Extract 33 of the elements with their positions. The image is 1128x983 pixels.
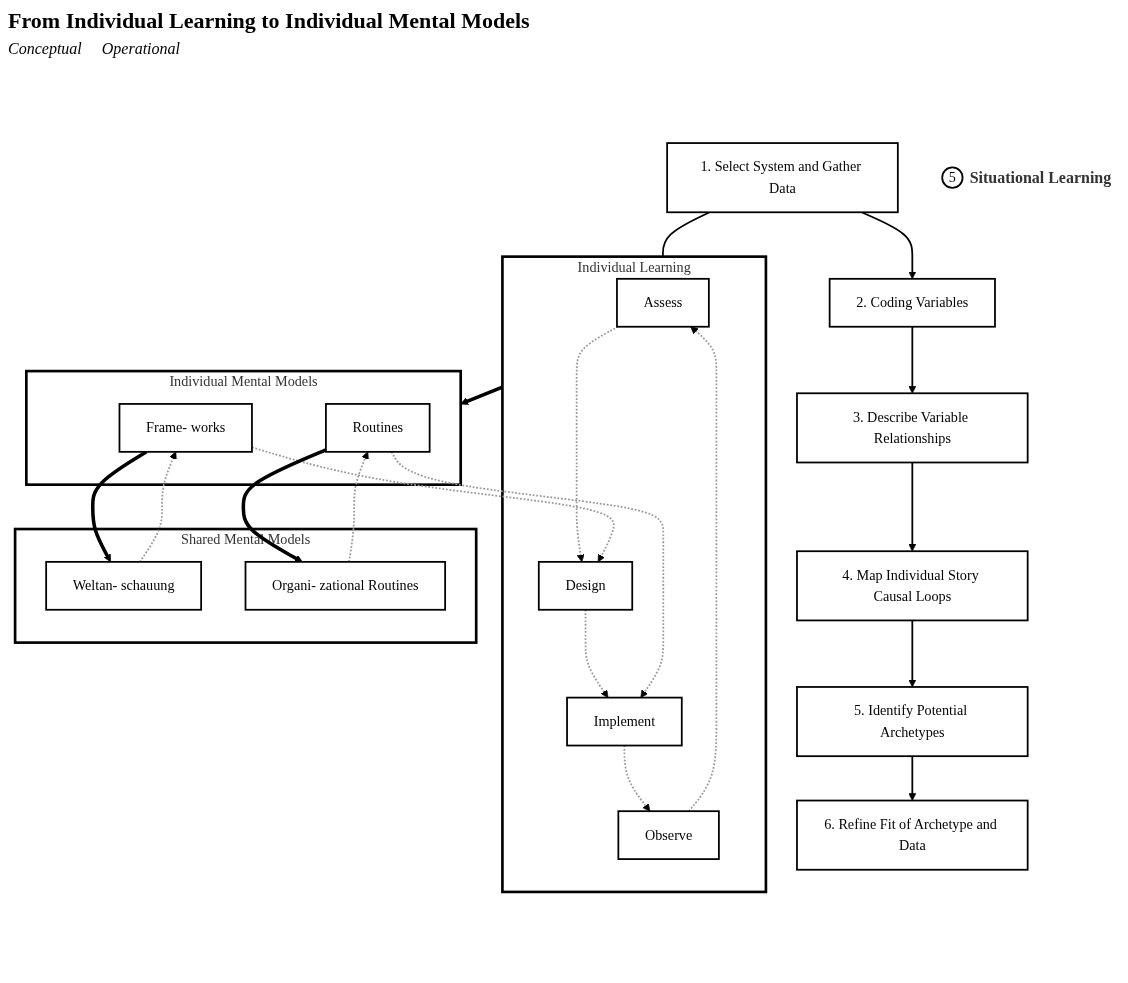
node-box: Weltan- schauung: [45, 560, 202, 611]
node-box: Design: [537, 560, 634, 611]
arrow: [584, 608, 609, 698]
node-box: Observe: [617, 810, 720, 860]
arrow: [623, 744, 651, 812]
arrow: [139, 451, 177, 563]
arrow: [908, 325, 917, 394]
arrow: [908, 619, 917, 688]
cycle-label: Operational: [101, 40, 180, 57]
node-box: 2. Coding Variables: [828, 277, 996, 328]
node-box: Implement: [566, 696, 683, 747]
node-box: 4. Map Individual Story Causal Loops: [796, 550, 1029, 622]
node-box: Organi- zational Routines: [244, 560, 446, 611]
arrow: [908, 755, 917, 801]
node-box: Assess: [616, 277, 710, 328]
node-box: Frame- works: [118, 403, 253, 453]
node-box: 3. Describe Variable Relationships: [796, 392, 1029, 464]
node-caption: Situational Learning: [969, 169, 1112, 186]
node-box: 6. Refine Fit of Archetype and Data: [796, 799, 1029, 871]
node-circle: 5: [941, 166, 964, 189]
connector: [662, 211, 711, 258]
node-box: Routines: [325, 403, 431, 453]
arrow: [908, 461, 917, 552]
arrow: [241, 448, 327, 563]
arrow: [390, 450, 665, 698]
node-box: 5. Identify Potential Archetypes: [796, 686, 1029, 758]
node-box: 1. Select System and Gather Data: [666, 142, 899, 214]
arrow: [90, 450, 148, 563]
diagram-title: From Individual Learning to Individual Mental Models: [8, 8, 531, 34]
arrow: [460, 385, 504, 405]
arrow: [860, 211, 917, 280]
cycle-label: Conceptual: [8, 40, 82, 57]
arrow: [687, 326, 718, 813]
